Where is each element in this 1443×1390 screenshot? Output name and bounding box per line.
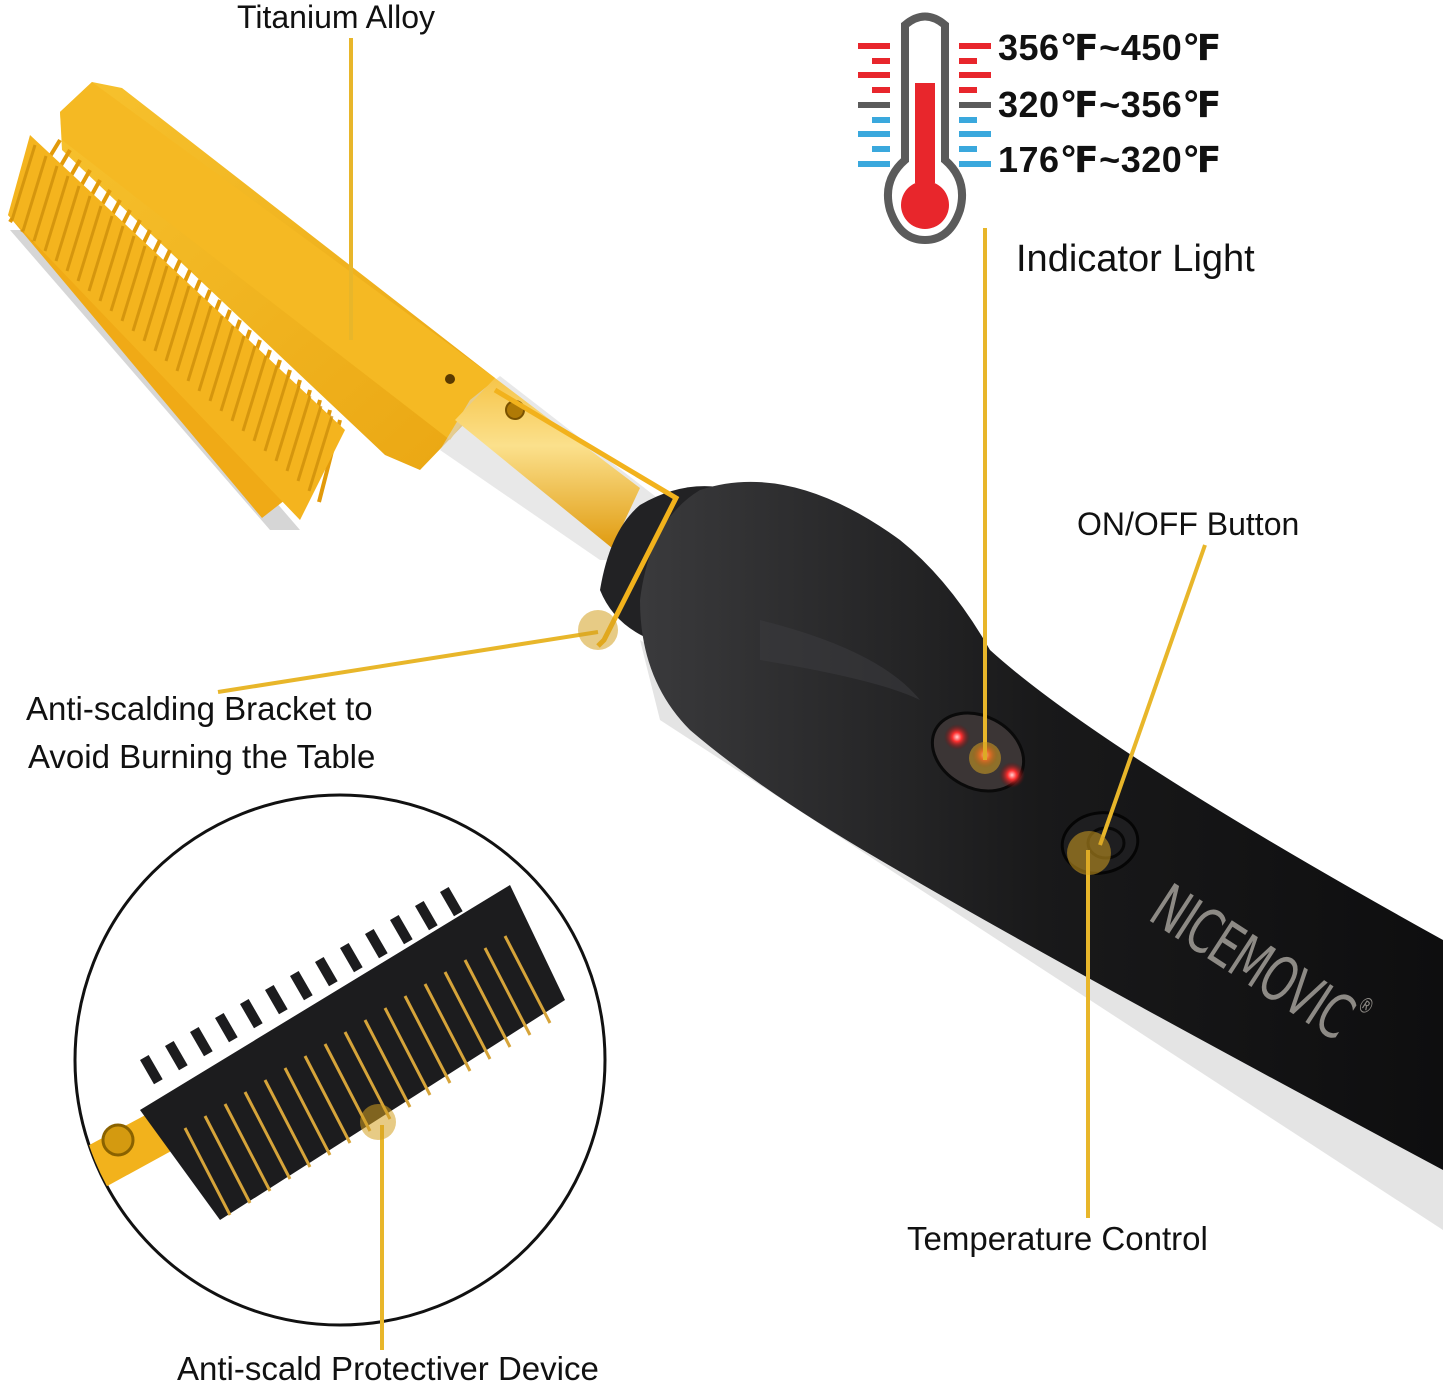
protective-device-inset [73,793,607,1327]
label-temperature-control: Temperature Control [907,1220,1208,1257]
label-indicator-light: Indicator Light [1016,238,1255,280]
callout-lines [217,38,1207,1350]
temp-range-mid: 320℉~356℉ [998,84,1222,125]
titanium-comb-head [8,82,495,530]
temp-range-low: 176℉~320℉ [998,139,1222,180]
black-handle [600,481,1443,1230]
thermometer-icon [858,12,991,245]
label-on-off-button: ON/OFF Button [1077,506,1300,542]
label-protective-device: Anti-scald Protectiver Device [177,1350,599,1387]
label-bracket-line2: Avoid Burning the Table [28,738,376,775]
temp-range-high: 356℉~450℉ [998,27,1222,68]
label-bracket-line1: Anti-scalding Bracket to [26,690,373,727]
callout-dots [360,610,1111,1140]
label-titanium-alloy: Titanium Alloy [237,0,435,35]
